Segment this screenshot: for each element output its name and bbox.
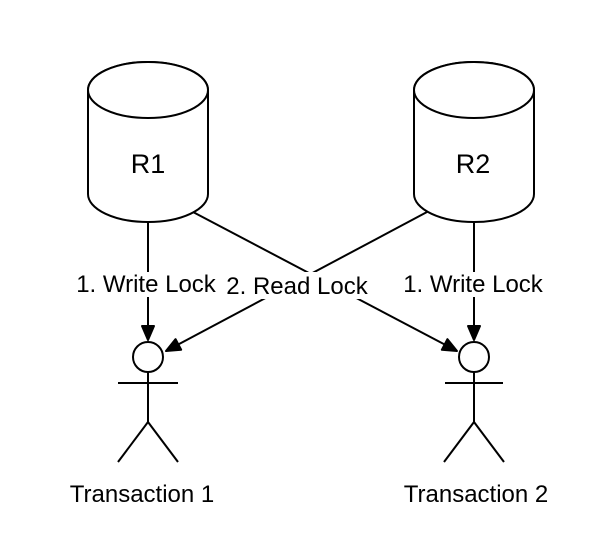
write-lock-left-label: 1. Write Lock [76, 271, 217, 298]
actor-leg-left [117, 421, 149, 463]
label-background [81, 272, 212, 297]
read-lock-label: 2. Read Lock [226, 273, 368, 300]
cylinder-top [87, 61, 209, 119]
r2-label: R2 [456, 149, 491, 179]
edge-label-write-lock-left: 1. Write Lock [76, 271, 217, 298]
node-database-r1: R1 [87, 61, 209, 223]
edge-label-write-lock-right: 1. Write Lock [403, 271, 544, 298]
actor-leg-right [147, 421, 179, 463]
r1-label: R1 [131, 149, 166, 179]
label-background [407, 272, 539, 297]
cylinder-top [413, 61, 535, 119]
actor-leg-right [473, 421, 505, 463]
actor-leg-left [443, 421, 475, 463]
label-background [227, 272, 367, 299]
write-lock-right-label: 1. Write Lock [403, 271, 544, 298]
transaction1-label: Transaction 1 [70, 481, 215, 508]
transaction2-label: Transaction 2 [404, 481, 549, 508]
actor-transaction1: Transaction 1 [70, 341, 215, 508]
node-database-r2: R2 [413, 61, 535, 223]
actor-transaction2: Transaction 2 [404, 341, 549, 508]
actor-head [458, 341, 490, 373]
edge-label-read-lock: 2. Read Lock [226, 272, 369, 300]
actor-head [132, 341, 164, 373]
